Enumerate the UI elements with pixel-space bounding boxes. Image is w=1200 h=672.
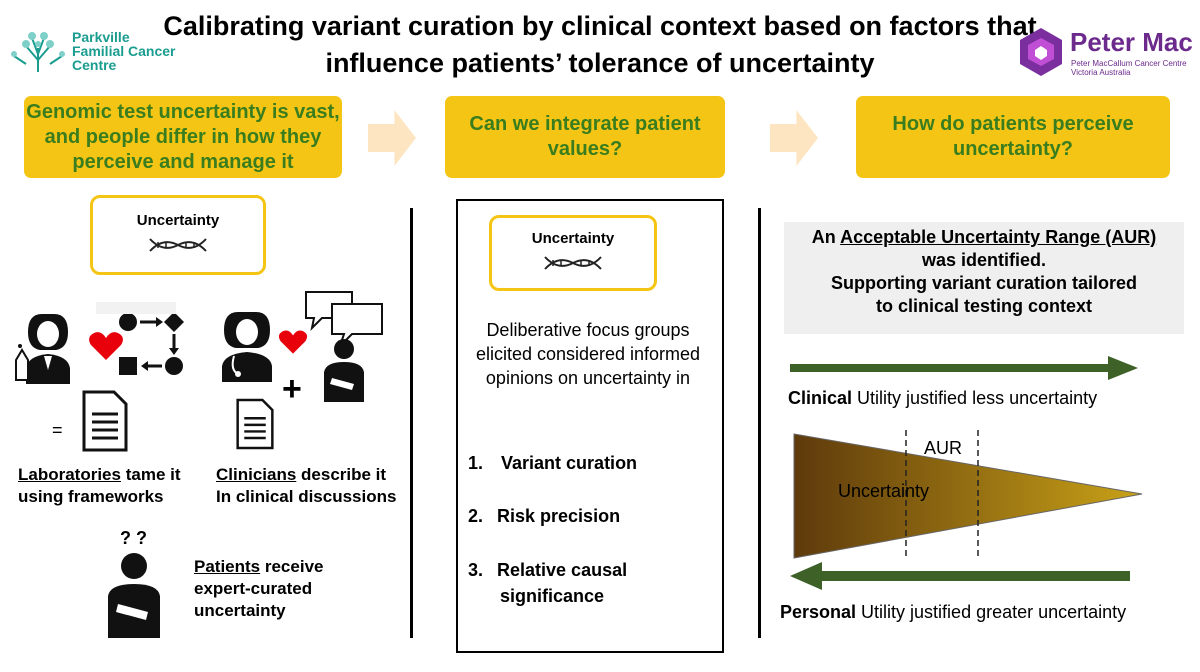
tree-icon bbox=[11, 32, 65, 72]
clinical-utility-label: Clinical Utility justified less uncertai… bbox=[788, 388, 1098, 408]
parkville-logo bbox=[6, 30, 156, 74]
equals-sign: = bbox=[52, 420, 63, 440]
speech-bubbles-icon bbox=[302, 288, 386, 355]
peter-mac-subtitle: Peter MacCallum Cancer Centre Victoria A… bbox=[1071, 59, 1187, 77]
wedge-uncertainty-label: Uncertainty bbox=[838, 481, 930, 501]
list-item: 3.Relative causal significance bbox=[468, 560, 628, 606]
personal-arrow-icon bbox=[790, 562, 1132, 595]
heart-icon bbox=[278, 328, 308, 361]
uncertainty-label: Uncertainty bbox=[531, 230, 615, 247]
hexagon-logo-icon bbox=[1020, 28, 1062, 76]
list-item: 1.Variant curation bbox=[468, 453, 638, 473]
column-divider-1 bbox=[410, 208, 413, 638]
process-flow-icon bbox=[116, 308, 196, 385]
uncertainty-box-left: Uncertainty bbox=[90, 195, 266, 275]
uncertainty-wedge bbox=[792, 430, 1148, 567]
plus-icon: + bbox=[282, 370, 302, 408]
page-title: Calibrating variant curation by clinical… bbox=[163, 11, 1037, 78]
parkville-logo-text: Parkville Familial Cancer Centre bbox=[72, 29, 176, 73]
dna-icon bbox=[544, 256, 602, 270]
patient-icon bbox=[318, 338, 368, 409]
list-item: 2.Risk precision bbox=[468, 506, 621, 526]
clinicians-caption: Clinicians describe it In clinical discu… bbox=[216, 465, 397, 506]
aur-label: AUR bbox=[924, 438, 963, 458]
aur-summary-box: An Acceptable Uncertainty Range (AUR) wa… bbox=[784, 222, 1184, 334]
patients-caption: Patients receive expert-curated uncertai… bbox=[194, 557, 324, 620]
document-icon bbox=[236, 398, 274, 455]
scientist-icon bbox=[14, 310, 94, 391]
document-icon bbox=[82, 390, 128, 457]
shadow-bar bbox=[96, 302, 176, 314]
focus-group-description: Deliberative focus groups elicited consi… bbox=[475, 320, 701, 388]
column-divider-2 bbox=[758, 208, 761, 638]
step-box-2: Can we integrate patient values? bbox=[445, 96, 725, 178]
personal-utility-label: Personal Utility justified greater uncer… bbox=[780, 602, 1127, 622]
dna-icon bbox=[149, 238, 207, 252]
step-arrow-1 bbox=[368, 110, 416, 166]
peter-mac-name: Peter Mac bbox=[1070, 27, 1193, 57]
step-arrow-2 bbox=[770, 110, 818, 166]
peter-mac-logo-mark bbox=[1016, 26, 1066, 83]
uncertainty-box-middle: Uncertainty bbox=[489, 215, 657, 291]
uncertainty-label: Uncertainty bbox=[136, 212, 220, 229]
clinician-icon bbox=[216, 308, 280, 389]
patient-icon bbox=[100, 552, 166, 645]
step-box-3: How do patients perceive uncertainty? bbox=[856, 96, 1170, 178]
heart-icon bbox=[88, 330, 124, 367]
laboratories-caption: Laboratories tame it using frameworks bbox=[18, 465, 181, 506]
question-marks: ? ? bbox=[120, 528, 147, 548]
step-box-1: Genomic test uncertainty is vast, and pe… bbox=[24, 96, 342, 178]
clinical-arrow-icon bbox=[790, 356, 1140, 385]
